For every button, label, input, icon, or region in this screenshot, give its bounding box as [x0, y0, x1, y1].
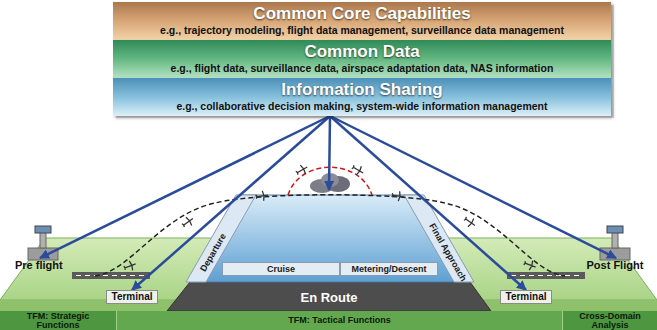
- distribution-arrow: [330, 116, 526, 290]
- distribution-arrow: [330, 116, 616, 258]
- flight-path: [95, 195, 565, 276]
- sharing-band: Information Sharinge.g., collaborative d…: [113, 78, 611, 116]
- phase-box: Cruise: [222, 262, 340, 276]
- function-box: Cross-Domain Analysis: [562, 311, 657, 330]
- function-box: TFM: Tactical Functions: [116, 311, 562, 330]
- terminal-box: Terminal: [106, 290, 158, 304]
- phase-box: Metering/Descent: [340, 262, 438, 276]
- aircraft-icon: [523, 258, 538, 272]
- aircraft-icon: [255, 190, 268, 202]
- aircraft-icon: [294, 163, 309, 178]
- terminal-box: Terminal: [500, 290, 552, 304]
- band-heading: Information Sharing: [119, 80, 605, 100]
- capability-band: Common Core Capabilitiese.g., trajectory…: [113, 2, 611, 40]
- runway: [72, 272, 150, 279]
- control-tower: [40, 232, 46, 248]
- runway-marking: [511, 275, 581, 276]
- terminal-label: Terminal: [111, 291, 153, 303]
- aircraft-icon: [123, 259, 138, 273]
- tower-cab: [607, 226, 623, 233]
- band-heading: Common Data: [119, 42, 605, 62]
- aircraft-icon: [462, 214, 478, 229]
- ground-label: Post Flight: [587, 259, 646, 272]
- aircraft-icon: [391, 190, 404, 202]
- runway-marking: [76, 275, 146, 276]
- band-heading: Common Core Capabilities: [119, 4, 605, 24]
- enroute-label: En Route: [300, 290, 357, 305]
- data-band: Common Datae.g., flight data, surveillan…: [113, 40, 611, 78]
- terminal-label: Terminal: [505, 291, 547, 303]
- function-box: TFM: Strategic Functions: [0, 311, 116, 330]
- ground-label: Pre flight: [15, 259, 65, 272]
- en-route-base: [167, 282, 491, 311]
- bar-label: Cross-Domain Analysis: [575, 312, 645, 330]
- band-examples: e.g., collaborative decision making, sys…: [119, 100, 605, 113]
- aircraft-icon: [180, 214, 196, 229]
- phase-region: Pre flight: [12, 258, 68, 273]
- runway: [507, 272, 585, 279]
- distribution-arrow: [40, 116, 330, 258]
- distribution-arrow: [329, 116, 330, 190]
- band-examples: e.g., flight data, surveillance data, ai…: [119, 62, 605, 75]
- strip-label: Cruise: [226, 263, 336, 275]
- terminal-building: [28, 248, 58, 260]
- en-route-block: En RouteDepartureCruiseMetering/DescentF…: [167, 190, 491, 311]
- bar-label: TFM: Tactical Functions: [288, 316, 390, 325]
- phase-region: Post Flight: [584, 258, 649, 273]
- band-examples: e.g., trajectory modeling, flight data m…: [119, 24, 605, 37]
- bar-label: TFM: Strategic Functions: [19, 312, 97, 330]
- strip-label: Metering/Descent: [344, 263, 434, 275]
- tower-cab: [35, 226, 51, 233]
- function-bar: [0, 311, 657, 330]
- control-tower: [612, 232, 618, 248]
- aircraft-icon: [350, 163, 365, 178]
